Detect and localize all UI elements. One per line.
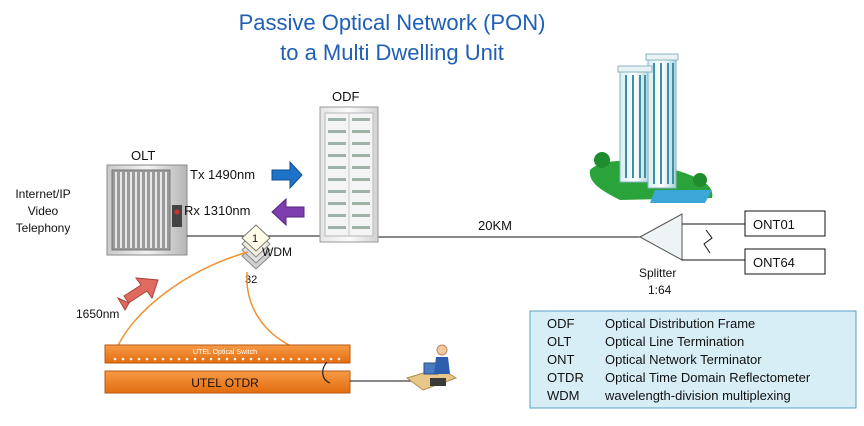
wavelength-1650-label: 1650nm — [76, 307, 119, 321]
split-ratio-label: 1:64 — [648, 283, 672, 297]
legend-rows: ODF Optical Distribution Frame OLT Optic… — [547, 316, 811, 403]
legend-box — [529, 310, 857, 409]
tx-arrow-icon — [271, 160, 303, 190]
diagram-title-line1: Passive Optical Network (PON) — [239, 10, 546, 35]
legend-desc: wavelength-division multiplexing — [604, 388, 791, 403]
odf-rack-icon — [319, 106, 379, 243]
wdm-label: WDM — [262, 245, 292, 259]
apartment-building-icon — [589, 53, 713, 203]
service-telephony: Telephony — [16, 221, 71, 235]
wavelength-1650-arrow-icon — [123, 277, 159, 304]
break-indicator-icon — [703, 229, 713, 254]
otdr-label: UTEL OTDR — [191, 376, 259, 390]
splitter-icon — [638, 213, 683, 261]
legend-desc: Optical Time Domain Reflectometer — [605, 370, 811, 385]
tx-label: Tx 1490nm — [190, 167, 255, 182]
otdr-patch-cord — [322, 361, 331, 384]
diagram-title-line2: to a Multi Dwelling Unit — [280, 40, 504, 65]
olt-label: OLT — [131, 148, 155, 163]
service-internet: Internet/IP — [15, 187, 70, 201]
optical-switch-label: UTEL Optical Switch — [193, 349, 257, 356]
wdm-icon — [241, 224, 271, 270]
ont-last-box — [744, 248, 826, 275]
legend-desc: Optical Line Termination — [605, 334, 744, 349]
ont-first-label: ONT01 — [753, 217, 795, 232]
workstation-icon — [405, 344, 458, 391]
legend-abbr: ODF — [547, 316, 575, 331]
optical-switch-icon — [104, 344, 351, 364]
odf-label: ODF — [332, 89, 360, 104]
legend-desc: Optical Network Terminator — [605, 352, 762, 367]
otdr-unit-icon — [104, 370, 351, 394]
rx-label: Rx 1310nm — [184, 203, 250, 218]
distance-label: 20KM — [478, 218, 512, 233]
legend-abbr: ONT — [547, 352, 575, 367]
test-fiber-left — [115, 251, 249, 351]
legend-abbr: OLT — [547, 334, 571, 349]
service-video: Video — [28, 204, 59, 218]
services-label: Internet/IP Video Telephony — [15, 187, 70, 235]
ont-first-box — [744, 210, 826, 237]
wdm-port-32: 32 — [245, 274, 257, 286]
legend-desc: Optical Distribution Frame — [605, 316, 755, 331]
rx-arrow-icon — [271, 197, 305, 227]
wavelength-1650-arrow-tail-icon — [116, 296, 130, 311]
legend-abbr: WDM — [547, 388, 580, 403]
olt-chassis-icon — [106, 164, 188, 256]
legend-abbr: OTDR — [547, 370, 584, 385]
wdm-port-1: 1 — [252, 233, 258, 245]
splitter-label: Splitter — [639, 266, 676, 280]
ont-last-label: ONT64 — [753, 255, 795, 270]
